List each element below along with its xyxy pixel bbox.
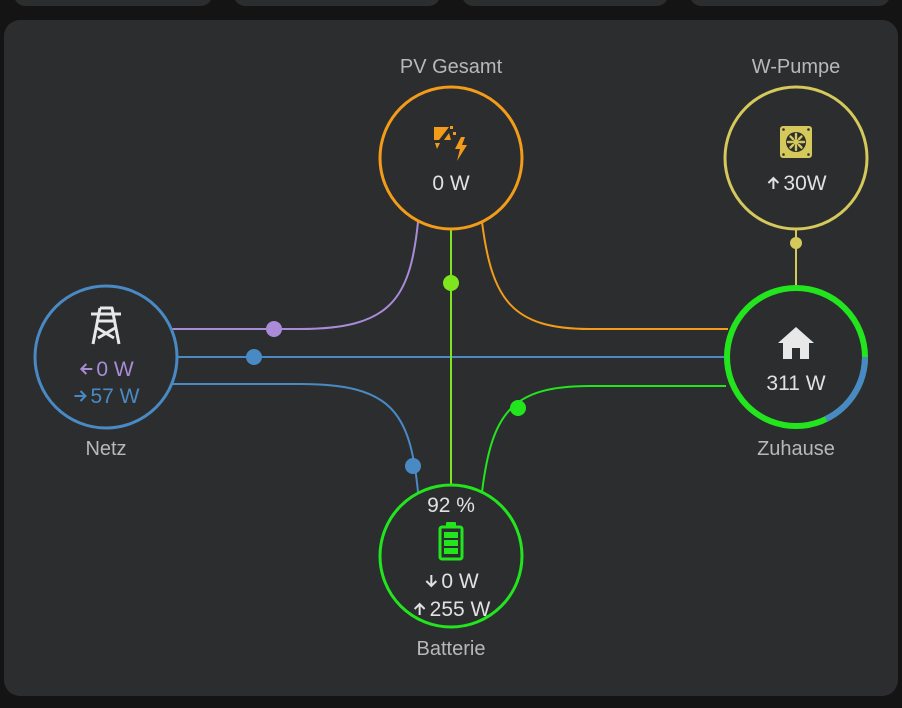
home-icon [778, 327, 814, 359]
arrow-up-icon [413, 602, 426, 615]
battery-icon [438, 522, 464, 561]
flow-dot-battery-home [510, 400, 526, 416]
heatpump-value-row: 30W [765, 172, 827, 196]
solar-power-icon [434, 126, 467, 161]
grid-node-circle[interactable] [33, 284, 179, 430]
top-card-stub-2 [234, 0, 440, 6]
grid-return-value: 0 W [96, 358, 134, 381]
flow-dot-grid-return [266, 321, 282, 337]
heatpump-value: 30W [783, 172, 827, 195]
heatpump-label: W-Pumpe [751, 56, 841, 78]
flow-line-solar-to-grid [172, 221, 419, 330]
battery-out-row: 255 W [412, 598, 491, 622]
grid-consumption-row: 57 W [72, 385, 140, 409]
arrow-left-icon [79, 363, 93, 375]
arrow-up-icon [767, 176, 780, 189]
top-card-stub-3 [462, 0, 668, 6]
solar-value: 0 W [432, 172, 470, 195]
grid-return-row: 0 W [78, 358, 134, 382]
home-label: Zuhause [757, 438, 835, 460]
flow-dot-grid-battery [405, 458, 421, 474]
flow-line-grid-to-battery [172, 383, 419, 493]
battery-soc: 92 % [427, 494, 475, 517]
top-card-stub-1 [14, 0, 212, 6]
solar-label: PV Gesamt [399, 56, 503, 78]
flow-line-solar-to-home [481, 221, 728, 330]
battery-in-row: 0 W [423, 570, 479, 594]
arrow-right-icon [74, 390, 87, 402]
solar-node-circle[interactable] [378, 85, 524, 231]
flow-dot-grid-consumption [246, 349, 262, 365]
home-ring-grid-segment [824, 356, 868, 422]
flow-dot-heatpump [790, 237, 802, 249]
arrow-down-icon [425, 575, 438, 588]
battery-node-circle[interactable] [378, 483, 524, 629]
heat-pump-icon [780, 126, 812, 158]
top-card-stub-4 [690, 0, 890, 6]
battery-label: Batterie [416, 638, 486, 660]
battery-out-value: 255 W [429, 598, 491, 621]
grid-label: Netz [85, 438, 127, 460]
battery-in-value: 0 W [441, 570, 479, 593]
home-value: 311 W [766, 372, 826, 395]
flow-dot-solar-battery [443, 275, 459, 291]
transmission-tower-icon [91, 306, 121, 345]
grid-consumption-value: 57 W [90, 385, 140, 408]
